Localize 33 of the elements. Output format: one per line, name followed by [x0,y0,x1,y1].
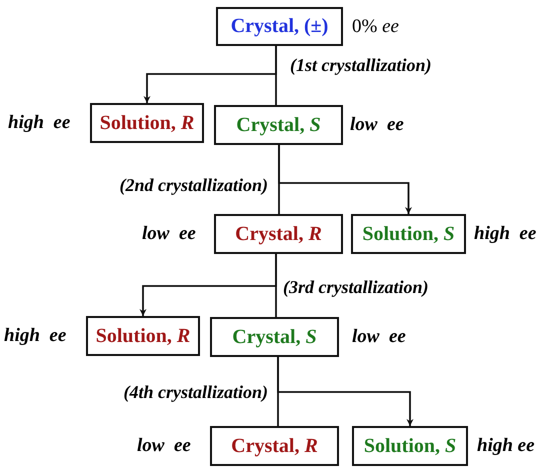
ee-note: low ee [352,326,406,348]
process-box [214,105,343,145]
process-box [216,7,343,46]
process-box [210,426,339,466]
process-box [210,317,339,357]
step-label: (1st crystallization) [290,54,432,76]
process-box [351,214,466,254]
node-label: Solution, S [362,222,455,246]
node-label: Crystal, R [235,222,322,246]
node-label: Solution, S [364,434,456,458]
ee-note: high ee [8,112,70,134]
process-box [352,426,468,466]
step-label: (3rd crystallization) [283,276,429,298]
node-label: Crystal, S [232,326,317,348]
ee-note: low ee [142,223,196,245]
process-box [86,316,200,356]
ee-note: low ee [350,114,404,136]
process-box [214,214,343,254]
ee-note: 0% ee [352,16,399,38]
arrow [278,145,412,214]
node-label: Solution, R [100,112,194,134]
process-box [90,103,204,143]
step-label: (2nd crystallization) [119,174,268,196]
node-label: Crystal, R [231,434,318,458]
ee-note: high ee [474,223,536,245]
step-label: (4th crystallization) [123,381,268,403]
arrow [277,357,414,426]
ee-note: high ee [477,435,535,457]
ee-note: high ee [4,325,66,347]
node-label: Crystal, (±) [230,15,328,38]
node-label: Crystal, S [236,114,321,136]
ee-note: low ee [137,435,191,457]
node-label: Solution, R [96,324,190,348]
